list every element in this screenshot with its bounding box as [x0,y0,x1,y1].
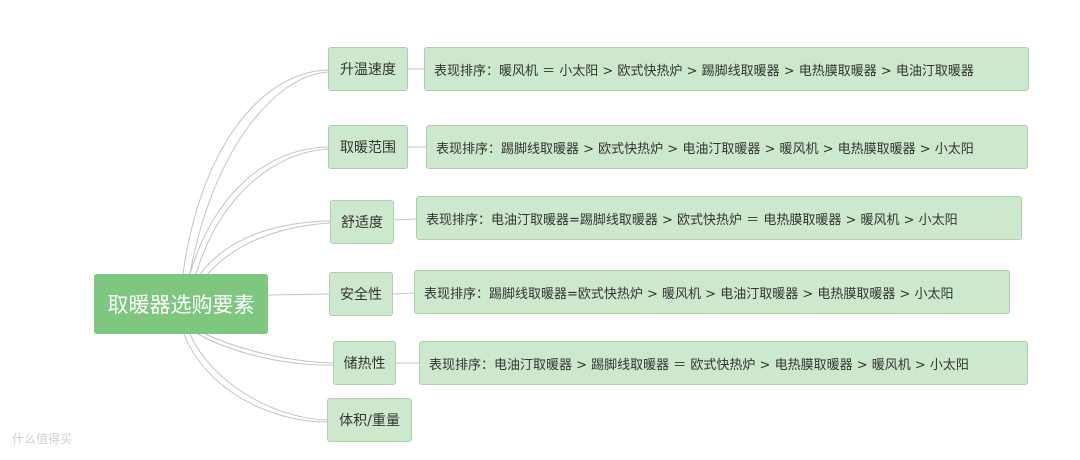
branch-label: 储热性 [343,356,386,372]
detail-text: 表现排序：踢脚线取暖器=欧式快热炉 > 暖风机 > 电油汀取暖器 > 电热膜取暖… [424,286,954,302]
link-root-speed-2 [189,71,329,275]
link-root-heat [204,333,334,364]
link-root-comfort-2 [205,222,331,277]
detail-text: 表现排序：电油汀取暖器 > 踢脚线取暖器 ＝ 欧式快热炉 > 电热膜取暖器 > … [429,357,969,373]
branch-label: 升温速度 [340,62,396,78]
detail-text: 表现排序：踢脚线取暖器 > 欧式快热炉 > 电油汀取暖器 > 暖风机 > 电热膜… [436,141,974,157]
branch-safety[interactable]: 安全性 [329,272,393,316]
branch-size-weight[interactable]: 体积/重量 [327,398,412,442]
branch-label: 取暖范围 [340,140,396,156]
link-root-range-2 [195,148,329,275]
detail-comfort[interactable]: 表现排序：电油汀取暖器=踢脚线取暖器 > 欧式快热炉 ＝ 电热膜取暖器 > 暖风… [416,196,1022,240]
branch-label: 安全性 [340,287,382,303]
root-label: 取暖器选购要素 [107,293,255,317]
link-root-weight [189,333,328,421]
branch-heating-range[interactable]: 取暖范围 [328,125,408,169]
detail-text: 表现排序：电油汀取暖器=踢脚线取暖器 > 欧式快热炉 ＝ 电热膜取暖器 > 暖风… [426,212,958,228]
branch-label: 体积/重量 [339,413,400,429]
link-comfort-detail [393,218,417,221]
detail-text: 表现排序：暖风机 ＝ 小太阳 > 欧式快热炉 > 踢脚线取暖器 > 电热膜取暖器… [434,63,974,79]
root-node[interactable]: 取暖器选购要素 [94,274,268,334]
branch-heating-speed[interactable]: 升温速度 [328,47,408,91]
link-root-weight-2 [183,333,328,423]
detail-heating-speed[interactable]: 表现排序：暖风机 ＝ 小太阳 > 欧式快热炉 > 踢脚线取暖器 > 电热膜取暖器… [424,47,1029,91]
detail-heating-range[interactable]: 表现排序：踢脚线取暖器 > 欧式快热炉 > 电油汀取暖器 > 暖风机 > 电热膜… [426,125,1028,169]
link-root-heat-2 [197,333,334,366]
watermark: 什么值得买 [12,432,73,446]
link-root-comfort [199,220,331,275]
branch-heat-storage[interactable]: 储热性 [333,341,396,385]
link-root-speed [182,69,329,275]
link-root-range [189,146,329,275]
detail-safety[interactable]: 表现排序：踢脚线取暖器=欧式快热炉 > 暖风机 > 电油汀取暖器 > 电热膜取暖… [414,270,1010,314]
detail-heat-storage[interactable]: 表现排序：电油汀取暖器 > 踢脚线取暖器 ＝ 欧式快热炉 > 电热膜取暖器 > … [419,341,1028,385]
link-safety-detail [392,292,415,295]
branch-label: 舒适度 [341,215,383,231]
link-root-safety [267,293,330,296]
branch-comfort[interactable]: 舒适度 [330,200,394,244]
